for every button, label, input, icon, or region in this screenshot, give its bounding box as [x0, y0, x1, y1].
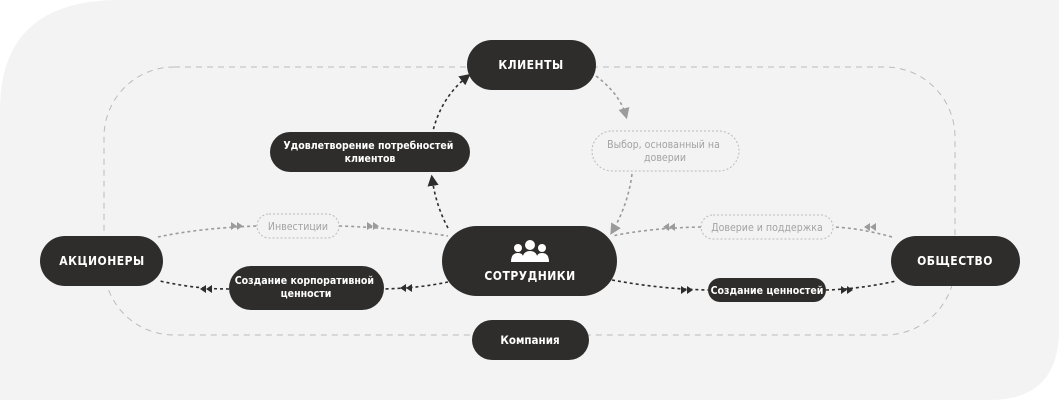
label-trust-support-text: Доверие и поддержка — [711, 222, 822, 234]
label-trust-choice-line1: Выбор, основанный на — [607, 139, 720, 151]
label-trust-choice-line2: доверии — [644, 152, 686, 164]
label-customer-satisfaction-text: Удовлетворение потребностей клиентов — [283, 140, 456, 165]
chevron-value-right — [841, 286, 853, 294]
connector-employees-corporate-value — [383, 281, 449, 290]
node-clients-label: КЛИЕНТЫ — [498, 58, 563, 72]
label-trust-choice — [591, 130, 740, 172]
label-corporate-value-line2: ценности — [281, 288, 332, 300]
connector-society-trust-support — [832, 226, 893, 238]
label-trust-support — [700, 214, 834, 240]
connector-trust-choice-to-employees — [610, 173, 633, 235]
connector-corporate-value-shareholders — [159, 280, 230, 290]
connector-investments-employees — [338, 225, 449, 237]
chevron-trust-right — [864, 223, 876, 231]
label-trust-choice-text: Выбор, основанный на доверии — [607, 139, 723, 164]
connector-employees-value-creation — [611, 279, 709, 291]
node-society-label: ОБЩЕСТВО — [917, 254, 993, 268]
label-investments-text: Инвестиции — [268, 221, 328, 233]
label-customer-satisfaction-line2: клиентов — [345, 153, 396, 165]
label-corporate-value — [229, 266, 384, 310]
chevron-corporate-right — [400, 284, 412, 292]
label-investments — [256, 213, 340, 239]
flow-chevrons — [200, 222, 876, 294]
node-shareholders-label: АКЦИОНЕРЫ — [59, 254, 144, 268]
label-corporate-value-text: Создание корпоративной ценности — [235, 275, 378, 300]
label-corporate-value-line1: Создание корпоративной — [235, 275, 374, 287]
chevron-trust-left — [663, 223, 675, 231]
chevron-corporate-left — [200, 285, 212, 293]
chevron-value-left — [681, 286, 693, 294]
node-company — [472, 320, 589, 360]
label-customer-satisfaction — [270, 132, 470, 172]
group-people-icon — [511, 240, 549, 262]
node-shareholders — [40, 236, 163, 286]
label-value-creation — [708, 278, 826, 302]
connectors — [157, 73, 897, 291]
connector-value-creation-society — [825, 280, 897, 291]
chevron-investments-left — [231, 222, 243, 230]
connector-shareholders-investments — [157, 225, 258, 238]
connector-employees-to-satisfaction — [427, 174, 449, 229]
connector-satisfaction-to-clients — [431, 73, 471, 136]
label-value-creation-text: Создание ценностей — [711, 285, 824, 297]
label-customer-satisfaction-line1: Удовлетворение потребностей — [283, 140, 453, 152]
node-clients — [467, 40, 596, 90]
node-company-label: Компания — [500, 333, 559, 347]
chevron-investments-right — [367, 222, 379, 230]
node-employees-label: СОТРУДНИКИ — [484, 269, 575, 283]
node-society — [891, 236, 1020, 286]
